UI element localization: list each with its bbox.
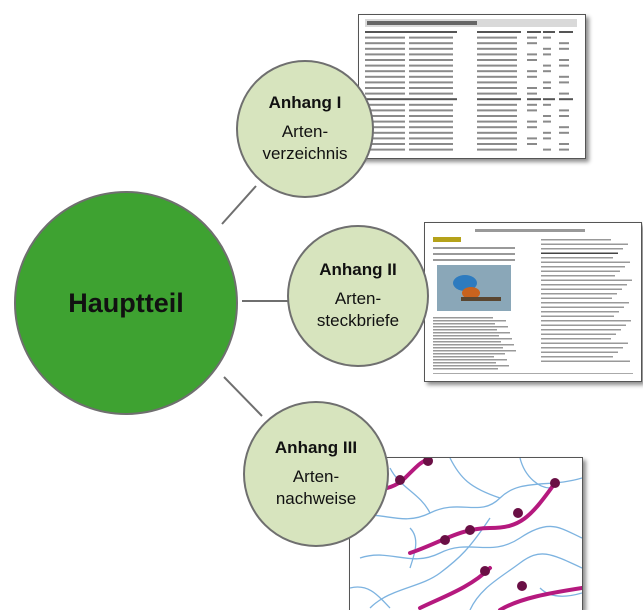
annex-1-node: Anhang I Arten- verzeichnis [236, 60, 374, 198]
species-profile-thumbnail [424, 222, 642, 382]
annex-1-line1: Arten- [281, 122, 329, 141]
species-profile-preview [433, 229, 633, 374]
annex-3-node: Anhang III Arten- nachweise [243, 401, 389, 547]
connector-annex-3 [223, 376, 263, 417]
connector-annex-1 [221, 185, 257, 225]
annex-2-line2: steckbriefe [316, 311, 400, 330]
annex-3-title: Anhang III [274, 438, 358, 457]
annex-3-line2: nachweise [275, 489, 357, 508]
annex-3-line1: Arten- [292, 467, 340, 486]
annex-2-line1: Arten- [334, 289, 382, 308]
main-part-node: Hauptteil [14, 191, 238, 415]
annex-2-title: Anhang II [319, 260, 397, 279]
species-table-preview [365, 19, 577, 151]
annex-1-title: Anhang I [268, 93, 342, 112]
annex-2-node: Anhang II Arten- steckbriefe [287, 225, 429, 367]
main-part-label: Hauptteil [68, 287, 184, 318]
annex-1-line2: verzeichnis [262, 144, 348, 163]
river-network [350, 458, 582, 610]
distribution-map-preview [350, 458, 582, 610]
species-table-thumbnail [358, 14, 586, 159]
